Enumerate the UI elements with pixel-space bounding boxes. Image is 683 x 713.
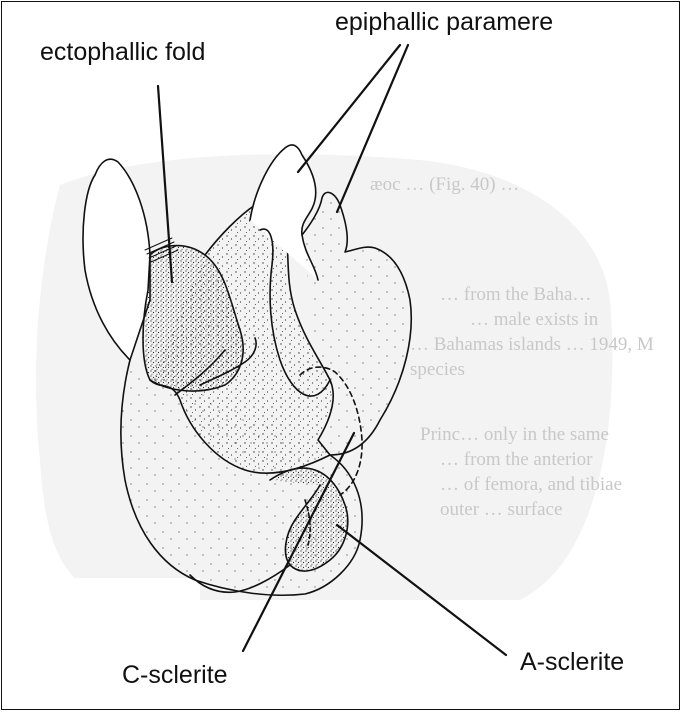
ghost-text-line: … male exists in — [470, 309, 599, 330]
ghost-text-line: species — [410, 359, 465, 380]
label-c-sclerite: C-sclerite — [122, 663, 228, 688]
ghost-text-line: … Bahamas islands … 1949, M — [410, 334, 654, 355]
ghost-text-line: … from the Baha… — [440, 284, 591, 305]
ghost-text-line: … of femora, and tibiae — [440, 474, 622, 495]
ghost-text-line: æoc … (Fig. 40) … — [370, 174, 519, 195]
leader-paramere-left — [298, 45, 400, 172]
ghost-text-line: outer … surface — [440, 499, 562, 520]
label-ectophallic-fold: ectophallic fold — [40, 40, 205, 65]
label-a-sclerite: A-sclerite — [520, 650, 624, 675]
ghost-text-line: … from the anterior — [440, 449, 593, 470]
label-epiphallic-paramere: epiphallic paramere — [335, 10, 553, 35]
ghost-text-line: Princ… only in the same — [420, 424, 609, 445]
masking-patch — [60, 578, 200, 608]
